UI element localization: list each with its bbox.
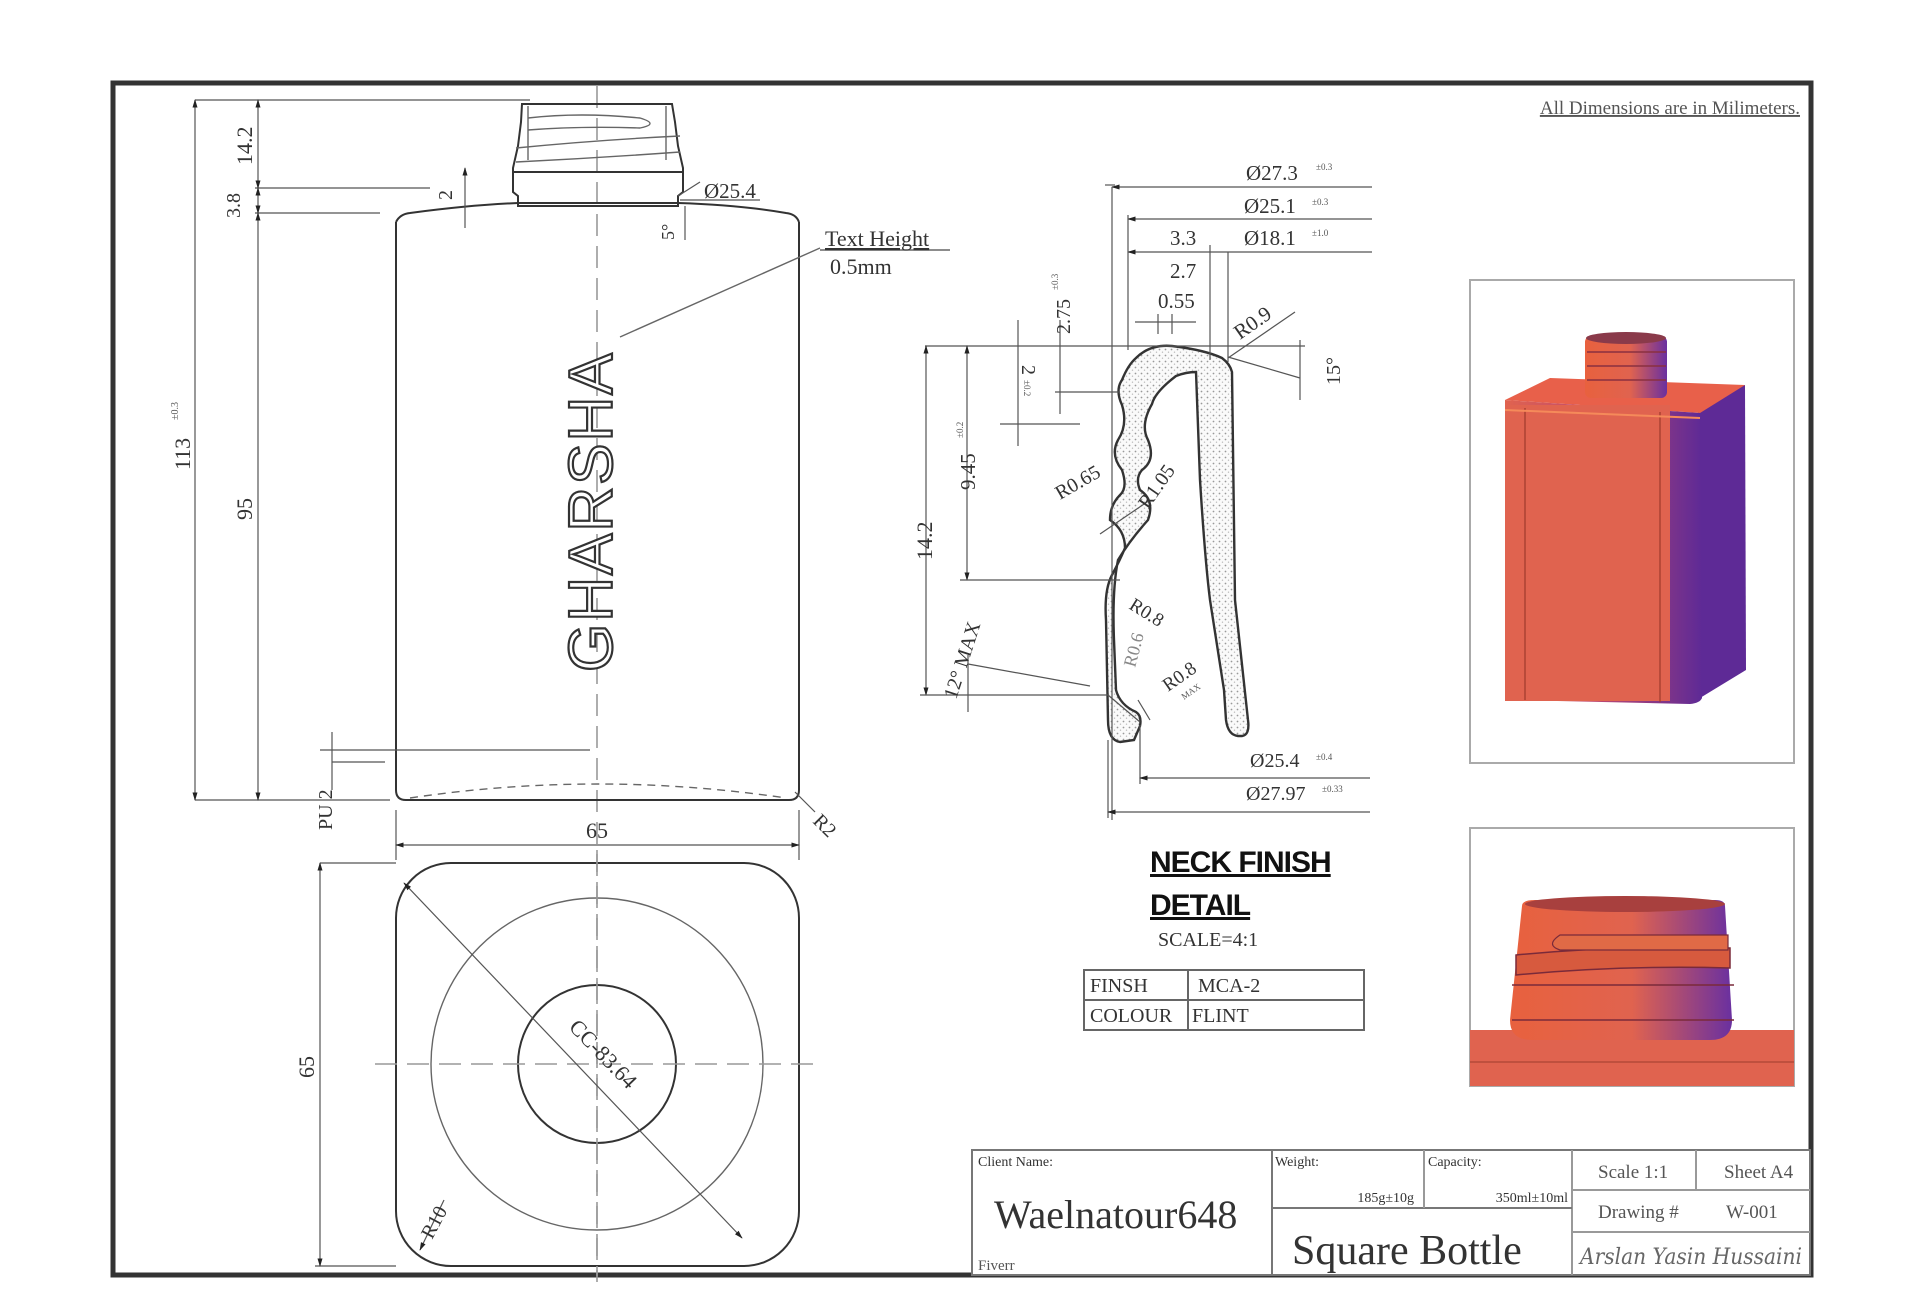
dim-overall-height: 113 bbox=[170, 438, 195, 470]
render-full-bottle bbox=[1469, 279, 1795, 764]
dim-h2-75-tol: ±0.3 bbox=[1050, 273, 1060, 290]
scale-value: Scale 1:1 bbox=[1598, 1162, 1668, 1183]
dim-d25-4-tol: ±0.4 bbox=[1316, 752, 1333, 762]
dim-h2-75: 2.75 bbox=[1053, 299, 1075, 334]
dim-d27-3-tol: ±0.3 bbox=[1316, 162, 1333, 172]
spec-value: MCA-2 bbox=[1198, 975, 1260, 997]
dim-h9-45: 9.45 bbox=[956, 453, 980, 490]
weight-value: 185g±10g bbox=[1357, 1191, 1414, 1206]
dim-d18-1: Ø18.1 bbox=[1244, 226, 1296, 250]
units-note: All Dimensions are in Milimeters. bbox=[1540, 98, 1800, 119]
dim-angle-12-max: 12° MAX bbox=[940, 618, 986, 701]
dim-d18-1-tol: ±1.0 bbox=[1312, 228, 1329, 238]
dim-r0-6: R0.6 bbox=[1120, 631, 1148, 670]
spec-value: FLINT bbox=[1192, 1005, 1249, 1027]
dim-angle-15: 15° bbox=[1323, 357, 1345, 385]
part-name: Square Bottle bbox=[1292, 1228, 1522, 1274]
dim-d25-1-tol: ±0.3 bbox=[1312, 197, 1329, 207]
spec-label: COLOUR bbox=[1090, 1005, 1173, 1027]
dim-width-3-3: 3.3 bbox=[1170, 226, 1196, 250]
render-neck-closeup bbox=[1469, 827, 1795, 1087]
dim-width-0-55: 0.55 bbox=[1158, 289, 1195, 313]
dim-shoulder-angle: 5° bbox=[658, 224, 678, 240]
title-block: Client Name: Waelnatour648 Fiverr Weight… bbox=[971, 1149, 1811, 1276]
dim-neck-height: 14.2 bbox=[232, 127, 257, 166]
neck-detail-scale: SCALE=4:1 bbox=[1158, 929, 1258, 951]
drawing-number-label: Drawing # bbox=[1598, 1202, 1679, 1223]
dim-push-up: PU 2 bbox=[315, 789, 337, 830]
platform-name: Fiverr bbox=[978, 1258, 1015, 1274]
dim-corner-radius: R10 bbox=[417, 1203, 452, 1243]
spec-label: FINSH bbox=[1090, 975, 1148, 997]
text-height-label: Text Height bbox=[825, 226, 929, 251]
dim-base-radius: R2 bbox=[808, 810, 840, 842]
client-label: Client Name: bbox=[978, 1155, 1053, 1170]
capacity-value: 350ml±10ml bbox=[1496, 1191, 1568, 1206]
weight-label: Weight: bbox=[1275, 1155, 1319, 1170]
dim-neck-diameter: Ø25.4 bbox=[704, 179, 756, 203]
dim-shoulder-height: 3.8 bbox=[223, 193, 245, 218]
front-view: GHARSHA Text Height 0.5mm 14.2 3.8 113 ±… bbox=[170, 86, 950, 1282]
dim-overall-height-tol: ±0.3 bbox=[170, 402, 181, 420]
dim-body-height: 95 bbox=[232, 498, 257, 520]
sheet-size: Sheet A4 bbox=[1724, 1162, 1794, 1183]
dim-width: 65 bbox=[586, 818, 608, 843]
dim-h9-45-tol: ±0.2 bbox=[955, 422, 965, 438]
text-height-value: 0.5mm bbox=[830, 254, 892, 279]
neck-finish-detail: Ø27.3 ±0.3 Ø25.1 ±0.3 Ø18.1 ±1.0 3.3 2.7… bbox=[912, 161, 1372, 1031]
bottom-view: CC-83.64 65 R10 bbox=[294, 850, 815, 1276]
dim-r0-65: R0.65 bbox=[1052, 461, 1105, 504]
neck-detail-title-line1: NECK FINISH bbox=[1150, 846, 1331, 879]
client-name: Waelnatour648 bbox=[994, 1192, 1237, 1237]
dim-depth: 65 bbox=[294, 1056, 319, 1078]
dim-d25-1: Ø25.1 bbox=[1244, 194, 1296, 218]
dim-h2: 2 bbox=[1017, 365, 1039, 375]
sheet-border bbox=[110, 80, 1814, 1278]
dim-diagonal: CC-83.64 bbox=[564, 1014, 642, 1093]
dim-h14-2: 14.2 bbox=[912, 522, 937, 561]
capacity-label: Capacity: bbox=[1428, 1155, 1482, 1170]
spec-table: FINSH MCA-2 COLOUR FLINT bbox=[1083, 969, 1365, 1031]
dim-width-2-7: 2.7 bbox=[1170, 259, 1196, 283]
designer-signature: Arslan Yasin Hussaini bbox=[1578, 1245, 1802, 1270]
dim-shoulder-step: 2 bbox=[435, 190, 457, 200]
dim-r0-9: R0.9 bbox=[1229, 301, 1276, 344]
drawing-number: W-001 bbox=[1726, 1202, 1778, 1223]
neck-detail-title-line2: DETAIL bbox=[1150, 889, 1251, 922]
dim-d27-97: Ø27.97 bbox=[1246, 783, 1305, 805]
dim-d27-97-tol: ±0.33 bbox=[1322, 784, 1343, 794]
dim-r0-8: R0.8 bbox=[1125, 594, 1167, 631]
dim-d25-4: Ø25.4 bbox=[1250, 750, 1299, 772]
dim-h2-tol: ±0.2 bbox=[1022, 380, 1032, 396]
brand-logo-text: GHARSHA bbox=[557, 351, 626, 672]
dim-d27-3: Ø27.3 bbox=[1246, 161, 1298, 185]
